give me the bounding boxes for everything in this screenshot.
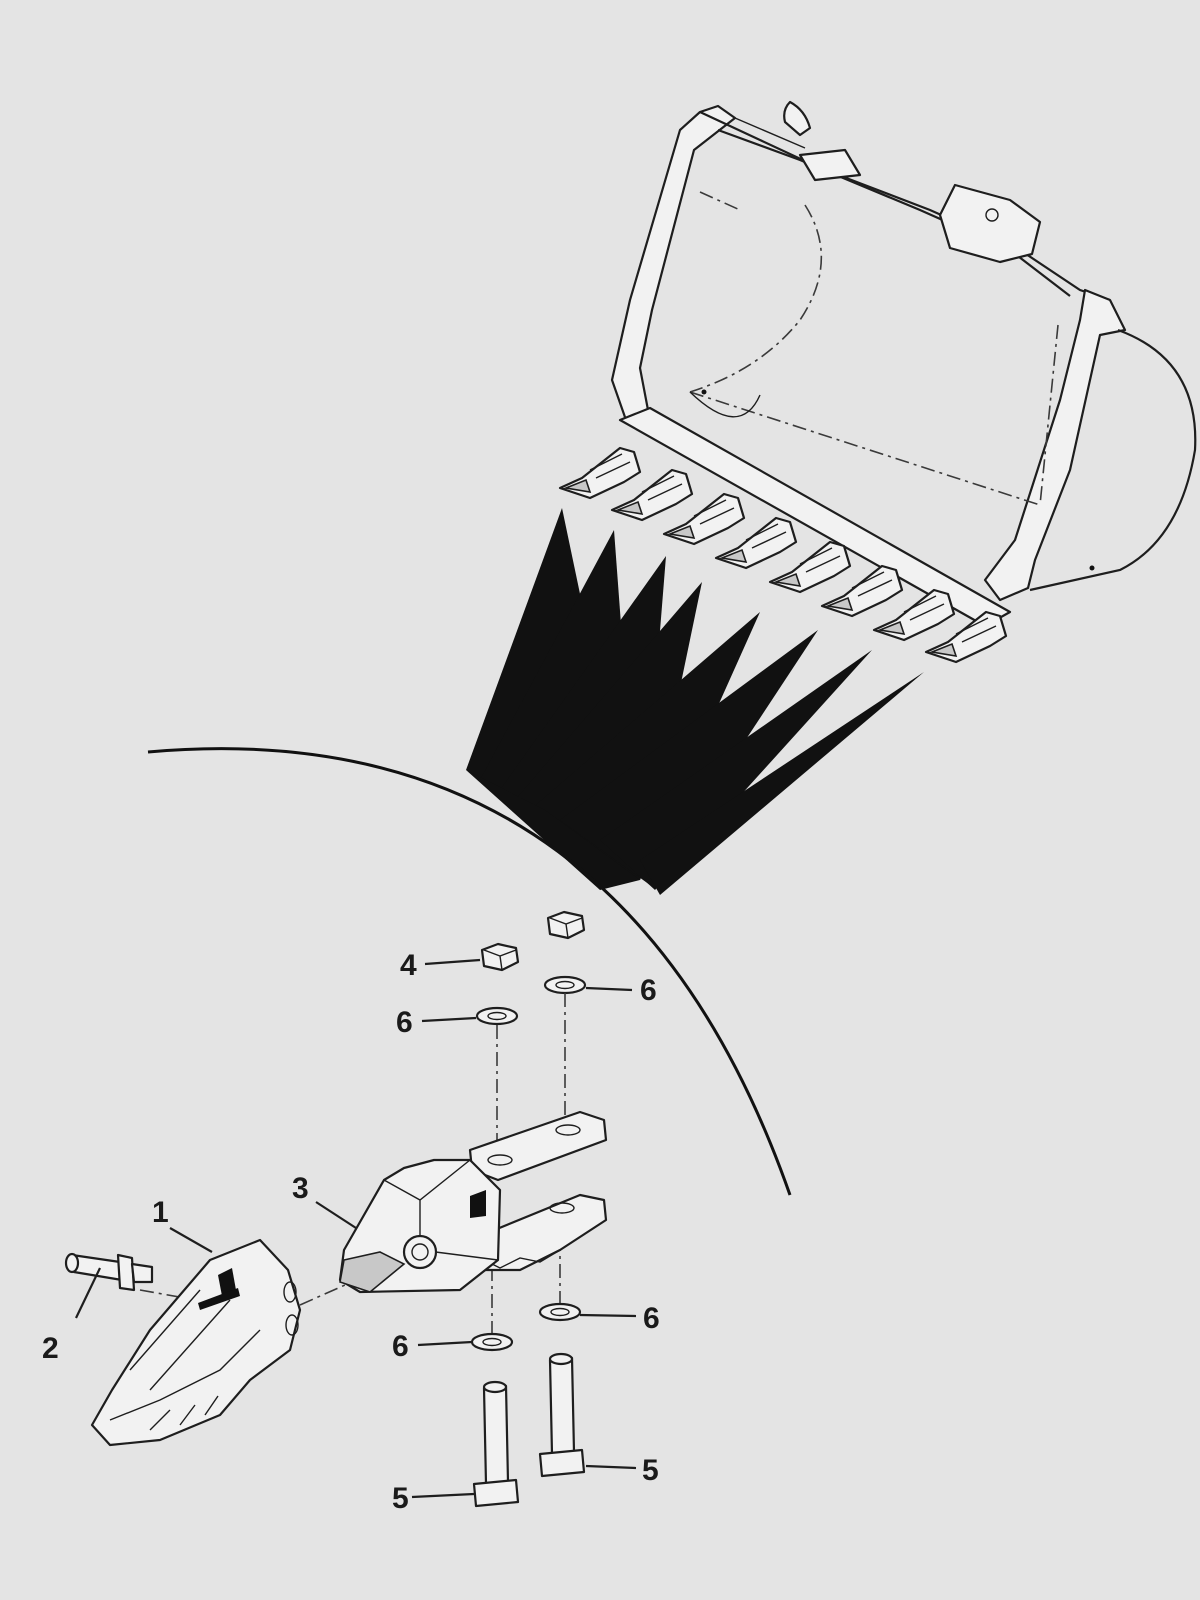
leader-lines [75,958,637,1499]
bucket-left-side-plate [610,104,737,422]
bucket-tooth [714,516,798,570]
bolt [538,1352,586,1478]
bucket-tooth [872,588,956,642]
callout-6-upper-left: 6 [396,1006,413,1039]
callout-1: 1 [152,1196,169,1229]
bucket-cutting-edge [618,406,1012,628]
bucket-tooth [558,446,642,500]
bucket-top-edge [699,111,1111,302]
loader-bucket [610,100,1197,628]
detail-circle-arc [147,747,792,1196]
bucket-tooth [768,540,852,594]
bucket-teeth-row [558,446,1008,664]
tooth-adapter [338,1110,608,1294]
callout-4: 4 [400,949,417,982]
bucket-mount-bracket [938,183,1042,264]
hex-nut [546,910,586,940]
bucket-tooth [820,564,904,618]
bucket-tooth [924,610,1008,664]
callout-5-right: 5 [642,1454,659,1487]
washer [470,1332,514,1352]
tooth-tip [90,1238,302,1447]
bucket-lift-hook [783,100,812,137]
callout-6-lower-left: 6 [392,1330,409,1363]
bucket-tooth [610,468,694,522]
retaining-pin [64,1252,154,1292]
callout-5-left: 5 [392,1482,409,1515]
washer [543,975,587,995]
washer [475,1006,519,1026]
washer [538,1302,582,1322]
callout-3: 3 [292,1172,309,1205]
callout-6-lower-right: 6 [643,1302,660,1335]
hex-nut [480,942,520,972]
callout-2: 2 [42,1332,59,1365]
bucket-tooth [662,492,746,546]
bucket-right-side-plate [983,288,1127,602]
bucket-back-curve [1029,328,1197,592]
bolt [472,1380,520,1508]
callout-6-upper-right: 6 [640,974,657,1007]
zoom-callout-spikes [466,508,924,895]
